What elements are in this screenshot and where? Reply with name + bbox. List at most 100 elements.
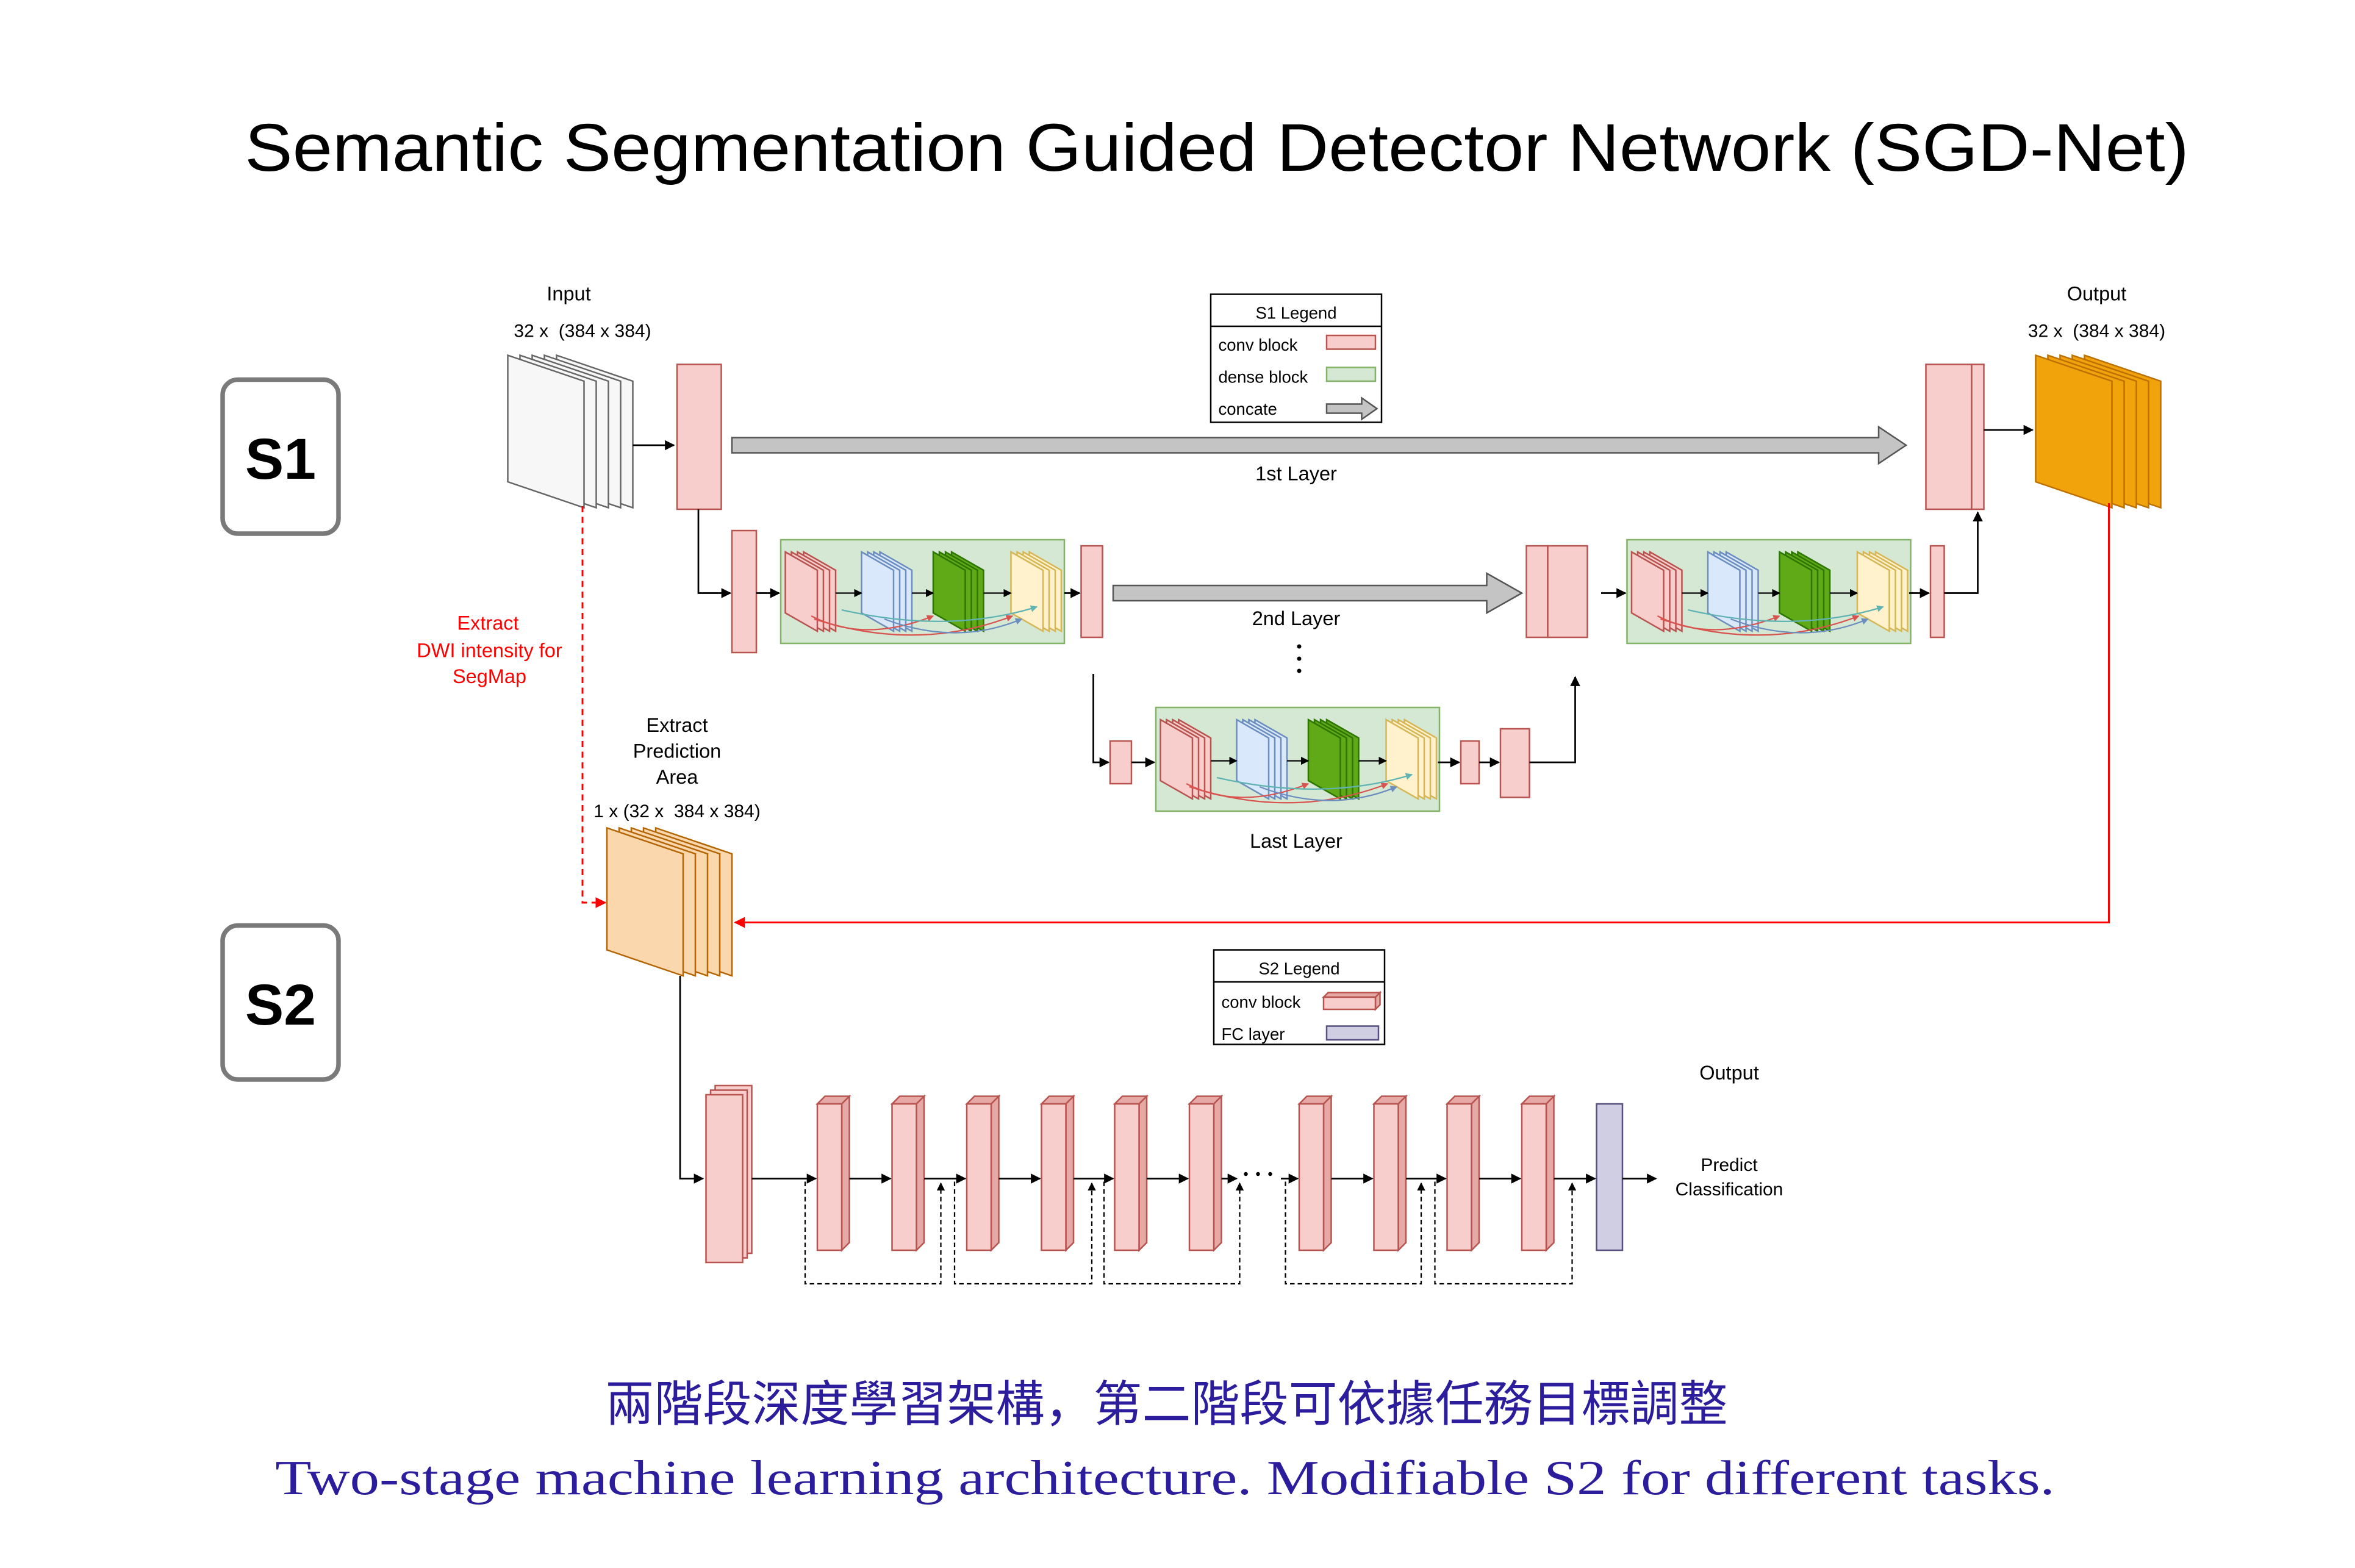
layer-label-1st: 1st Layer (1255, 462, 1337, 484)
s2-conv-block-10 (1519, 1094, 1556, 1253)
dense-skip-curve-red (1189, 782, 1389, 804)
feature-stack-red (1630, 550, 1683, 633)
feature-stack-red-sheet (1630, 550, 1665, 633)
s2-conv-block-3 (964, 1094, 1001, 1253)
decoder-dense-block-2nd (1626, 539, 1912, 645)
s2-conv-block-3-front-face (966, 1103, 992, 1251)
s2-conv-block-2-front-face (891, 1103, 917, 1251)
s2-conv-block-4 (1039, 1094, 1076, 1253)
s2-conv-block-10-front-face (1521, 1103, 1547, 1251)
feature-stack-red-sheet (1160, 718, 1194, 801)
feature-stack-red (784, 550, 837, 633)
extract-area-shape: 1 x (32 x 384 x 384) (593, 801, 760, 822)
s2-fc-layer (1596, 1103, 1624, 1251)
arrow-down-to-2nd-layer (697, 509, 732, 598)
arrow-up-to-1st-layer (1944, 511, 1983, 594)
decoder-conv-block-2nd-out (1929, 545, 1945, 639)
s2-conv-block-1 (815, 1094, 851, 1253)
s2-legend-fc-label: FC layer (1222, 1025, 1285, 1044)
stage-s1-box (220, 377, 341, 536)
decoder-concat-block-2nd-a (1525, 545, 1549, 639)
feature-stack-blue (1707, 550, 1759, 633)
encoder-conv-block-last (1109, 740, 1133, 785)
s2-conv-block-8 (1372, 1094, 1408, 1253)
dense-skip-curve-teal (1216, 773, 1413, 790)
s1-legend-concate-swatch (1325, 396, 1378, 421)
ellipsis-dot (1297, 644, 1302, 649)
s2-conv-block-7-front-face (1298, 1103, 1325, 1251)
dense-skip-curve-red (1660, 615, 1860, 636)
s1-legend (1210, 293, 1383, 423)
red-segmap-feedback-arrow (734, 503, 2110, 928)
decoder-concat-block-1st-b (1971, 363, 1985, 510)
encoder-dense-block-2nd (780, 539, 1066, 645)
output-segmap-stack (2035, 354, 2162, 509)
s2-conv-block-7-side-face (1322, 1094, 1332, 1253)
s2-output-label: Output (1699, 1062, 1759, 1084)
s1-output-label: Output (2067, 283, 2127, 305)
dense-skip-curve-teal (1688, 605, 1884, 622)
dense-skip-curve-red (814, 615, 1014, 636)
s2-conv-block-9 (1445, 1094, 1482, 1253)
caption-english: Two-stage machine learning architecture.… (275, 1452, 2055, 1505)
s2-conv-block-5 (1113, 1094, 1149, 1253)
vertical-ellipsis (1297, 644, 1302, 673)
dense-skip-curve-blue (884, 618, 1023, 634)
s1-legend-title: S1 Legend (1255, 304, 1336, 323)
s2-legend-conv-label: conv block (1222, 993, 1301, 1012)
input-volume-stack (507, 354, 634, 509)
s1-input-shape: 32 x (384 x 384) (514, 321, 651, 342)
dense-skip-curve-blue (1730, 618, 1869, 634)
s1-legend-conv-swatch (1325, 334, 1377, 350)
s1-legend-dense-swatch (1325, 367, 1377, 382)
extract-dwi-line-1: Extract (457, 612, 518, 634)
dense-skip-curve-teal (841, 605, 1038, 622)
s2-legend (1213, 949, 1386, 1045)
s2-residual-skip-connection (1103, 1181, 1244, 1285)
feature-stack-red-sheet (784, 550, 819, 633)
s2-conv-block-6-side-face (1213, 1094, 1222, 1253)
layer-label-last: Last Layer (1250, 830, 1342, 852)
feature-stack-green (932, 550, 984, 633)
prediction-area-stack-sheet (606, 826, 684, 977)
extract-area-line-2: Prediction (633, 740, 722, 762)
layer-label-2nd: 2nd Layer (1252, 607, 1341, 629)
extract-dwi-line-2: DWI intensity for (417, 640, 562, 662)
ellipsis-dot (1244, 1172, 1248, 1176)
s1-input-label: Input (547, 283, 590, 305)
s2-conv-block-10-side-face (1545, 1094, 1555, 1253)
concat-arrow-1st-layer (731, 425, 1908, 465)
prediction-area-stack (606, 826, 733, 977)
diagram-shapes (507, 293, 2162, 1285)
s2-conv-block-9-side-face (1471, 1094, 1480, 1253)
s1-legend-concate-label: concate (1219, 399, 1277, 418)
concat-arrow-2nd-layer (1112, 571, 1524, 615)
feature-stack-blue (861, 550, 913, 633)
s1-legend-frame (1210, 293, 1383, 423)
feature-stack-red (1160, 718, 1212, 801)
s2-output-classification: Classification (1676, 1180, 1783, 1200)
s2-conv-block-1-side-face (841, 1094, 850, 1253)
s2-residual-skip-connection (1285, 1181, 1425, 1285)
s2-legend-conv-swatch-front-face (1322, 996, 1377, 1011)
s2-residual-skip-connection (953, 1181, 1096, 1285)
upsample-block-last (1499, 728, 1530, 798)
page-title: Semantic Segmentation Guided Detector Ne… (245, 110, 2189, 185)
s2-input-conv-stack (705, 1084, 753, 1264)
feature-stack-yellow (1010, 550, 1063, 633)
s2-input-conv-sheet (705, 1094, 744, 1264)
encoder-conv-block-2nd-out (1080, 545, 1103, 639)
s2-conv-block-2-side-face (916, 1094, 925, 1253)
stage-s2-box (220, 923, 341, 1082)
s2-legend-title: S2 Legend (1258, 959, 1339, 978)
caption-chinese: 兩階段深度學習架構，第二階段可依據任務目標調整 (606, 1376, 1728, 1433)
s2-conv-block-6-front-face (1188, 1103, 1215, 1251)
s2-conv-block-2 (890, 1094, 927, 1253)
arrow-down-to-s2 (679, 975, 704, 1184)
extract-area-line-1: Extract (646, 714, 708, 736)
extract-area-line-3: Area (656, 766, 699, 788)
s1-legend-conv-label: conv block (1219, 335, 1298, 354)
ellipsis-dot (1256, 1172, 1260, 1176)
s2-conv-block-8-front-face (1373, 1103, 1399, 1251)
